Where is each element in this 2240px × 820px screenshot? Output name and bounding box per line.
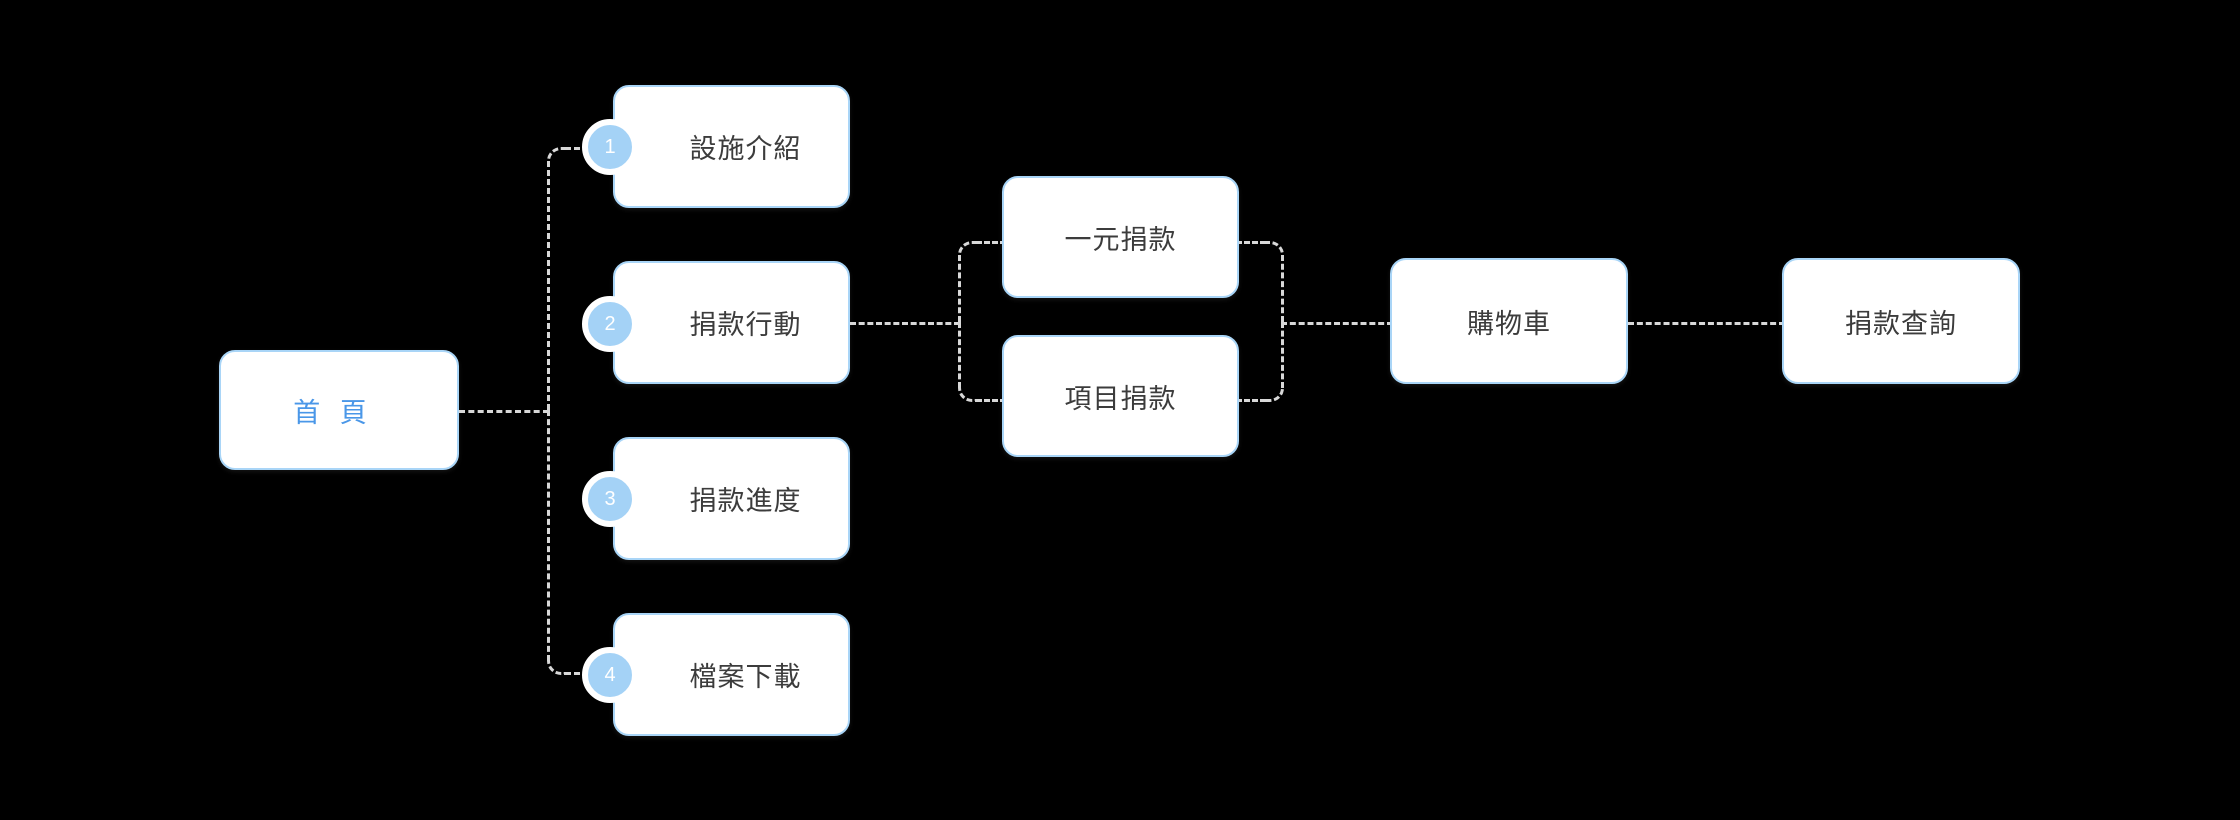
connector-right-bracket-lower [1281, 322, 1284, 388]
connector-right-bracket-stub-bottom [1236, 399, 1266, 402]
node-donation-inquiry-label: 捐款查詢 [1845, 308, 1957, 339]
node-home[interactable]: 首 頁 [219, 350, 459, 470]
badge-2-number: 2 [604, 313, 616, 335]
connector-cart-to-inquiry [1628, 322, 1785, 325]
node-facility-introduction-label: 設施介紹 [689, 134, 802, 164]
badge-4: 4 [582, 647, 638, 703]
node-project-donation-label: 項目捐款 [1064, 383, 1177, 414]
node-one-dollar-donation[interactable]: 一元捐款 [1002, 176, 1239, 298]
badge-2: 2 [582, 296, 638, 352]
connector-branch2-to-bracket [850, 322, 960, 325]
node-file-download-label: 檔案下載 [689, 662, 802, 692]
connector-left-bracket-corner-bottom [958, 382, 978, 402]
node-shopping-cart[interactable]: 購物車 [1390, 258, 1628, 384]
connector-bracket-to-cart [1281, 322, 1393, 325]
node-one-dollar-donation-label: 一元捐款 [1064, 224, 1177, 255]
connector-left-bracket-stub-bottom [976, 399, 1006, 402]
node-file-download[interactable]: 檔案下載 [613, 613, 850, 736]
node-donation-action[interactable]: 捐款行動 [613, 261, 850, 384]
node-shopping-cart-label: 購物車 [1467, 308, 1551, 339]
connector-left-bracket-lower [958, 322, 961, 388]
connector-left-bracket-corner-top [958, 241, 978, 261]
node-donation-action-label: 捐款行動 [689, 310, 802, 340]
node-donation-progress[interactable]: 捐款進度 [613, 437, 850, 560]
node-home-label: 首 頁 [293, 397, 373, 428]
connector-right-bracket-corner-top [1264, 241, 1284, 261]
node-donation-inquiry[interactable]: 捐款查詢 [1782, 258, 2020, 384]
connector-left-bracket-stub-top [976, 241, 1006, 244]
badge-1-number: 1 [604, 136, 616, 158]
connector-home-to-trunk [459, 410, 549, 413]
connector-corner-to-branch-4 [547, 655, 567, 675]
badge-1: 1 [582, 119, 638, 175]
connector-corner-to-branch-1 [547, 147, 567, 167]
connector-trunk-lower [547, 410, 550, 661]
node-facility-introduction[interactable]: 設施介紹 [613, 85, 850, 208]
connector-left-bracket-upper [958, 255, 961, 322]
badge-4-number: 4 [604, 664, 616, 686]
badge-3-number: 3 [604, 488, 616, 510]
connector-trunk-upper [547, 161, 550, 410]
connector-right-bracket-corner-bottom [1264, 382, 1284, 402]
node-project-donation[interactable]: 項目捐款 [1002, 335, 1239, 457]
node-donation-progress-label: 捐款進度 [689, 486, 802, 516]
connector-right-bracket-stub-top [1236, 241, 1266, 244]
connector-right-bracket-upper [1281, 255, 1284, 322]
badge-3: 3 [582, 471, 638, 527]
